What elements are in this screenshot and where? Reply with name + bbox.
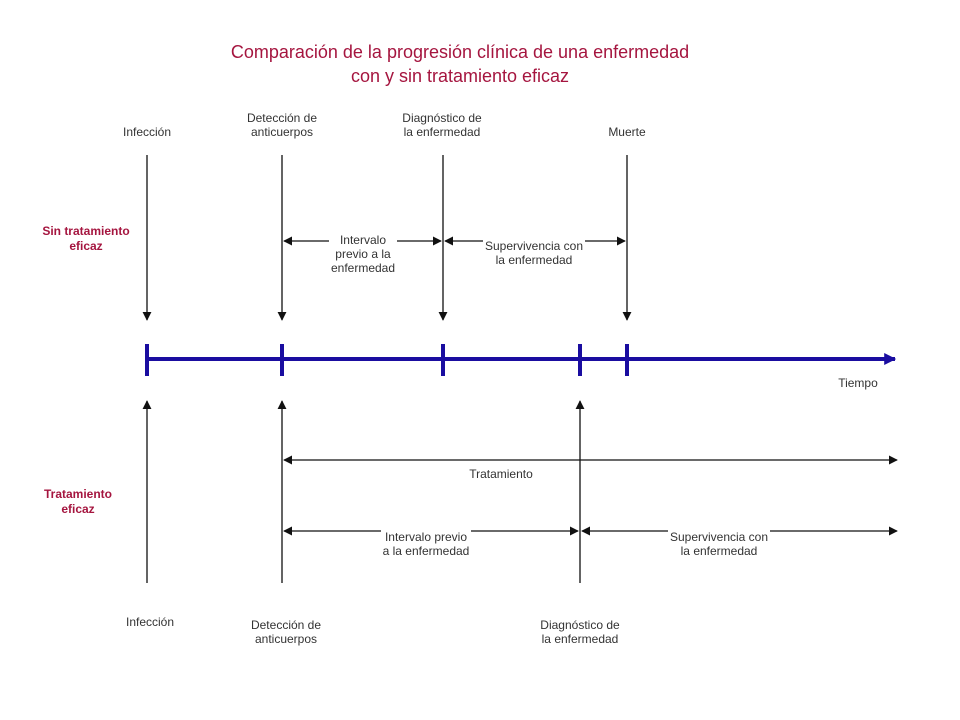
bottom-pre-disease-interval-text: Intervalo previo a la enfermedad	[380, 530, 472, 558]
top-survival-interval-label: Supervivencia con la enfermedad	[469, 225, 599, 267]
bottom-infection-label: Infección	[125, 615, 175, 629]
bottom-survival-interval-label: Supervivencia con la enfermedad	[654, 516, 784, 558]
top-diagnosis-label: Diagnóstico de la enfermedad	[402, 111, 482, 139]
top-row-label: Sin tratamiento eficaz	[42, 224, 130, 253]
bottom-survival-interval-text: Supervivencia con la enfermedad	[667, 530, 771, 558]
top-pre-disease-interval-text: Intervalo previo a la enfermedad	[328, 233, 398, 275]
bottom-treatment-text: Tratamiento	[467, 467, 535, 481]
top-pre-disease-interval-label: Intervalo previo a la enfermedad	[318, 219, 408, 275]
bottom-treatment-label: Tratamiento	[446, 453, 556, 481]
top-survival-interval-text: Supervivencia con la enfermedad	[482, 239, 586, 267]
bottom-antibody-label: Detección de anticuerpos	[250, 618, 322, 646]
top-infection-label: Infección	[122, 125, 172, 139]
diagram-title: Comparación de la progresión clínica de …	[140, 40, 780, 88]
bottom-diagnosis-label: Diagnóstico de la enfermedad	[540, 618, 620, 646]
top-death-label: Muerte	[608, 125, 646, 139]
timeline-axis-label: Tiempo	[838, 376, 878, 390]
top-antibody-label: Detección de anticuerpos	[246, 111, 318, 139]
bottom-row-label: Tratamiento eficaz	[43, 487, 112, 516]
title-line-1: Comparación de la progresión clínica de …	[230, 42, 690, 62]
bottom-pre-disease-interval-label: Intervalo previo a la enfermedad	[361, 516, 491, 558]
title-line-2: con y sin tratamiento eficaz	[350, 66, 570, 86]
